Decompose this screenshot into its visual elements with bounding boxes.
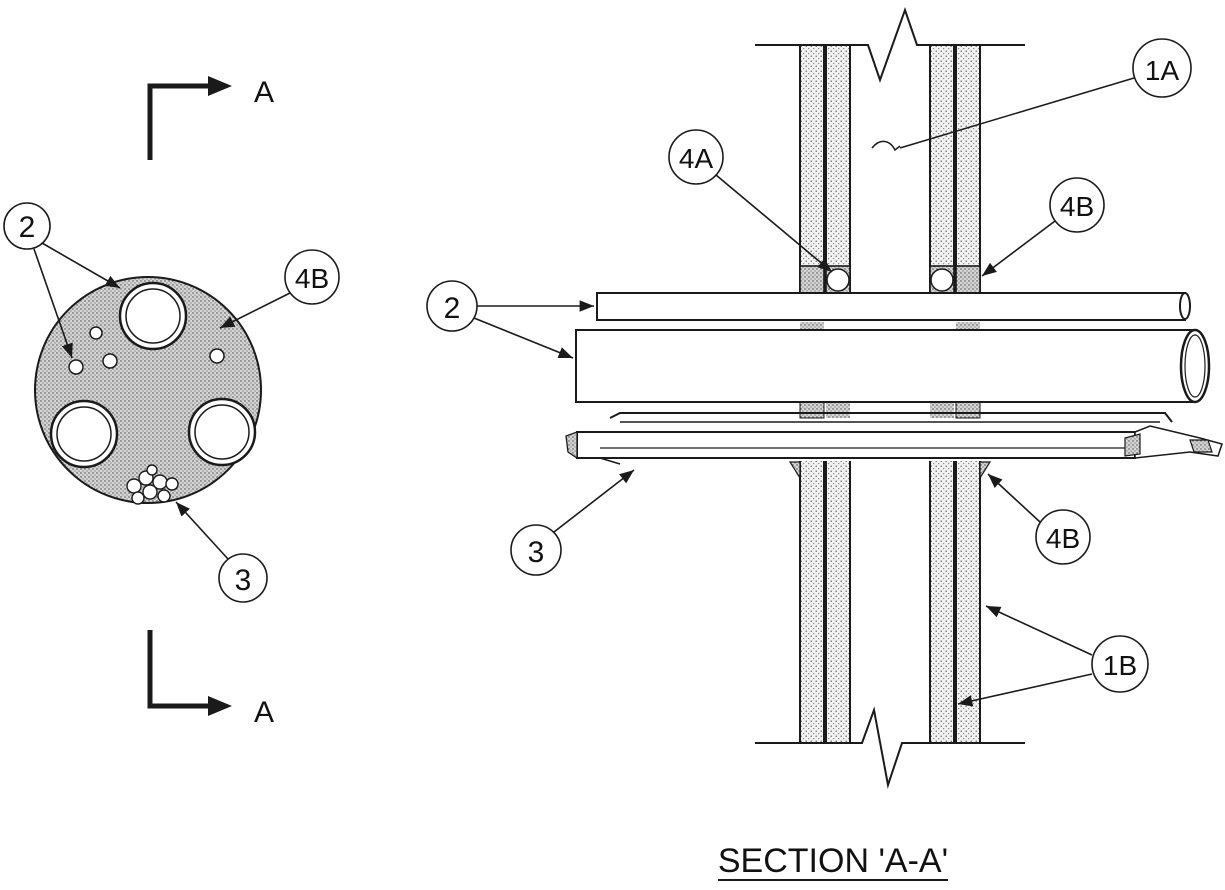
svg-text:4A: 4A — [679, 143, 714, 174]
svg-text:4B: 4B — [295, 263, 329, 294]
section-callout-wall-void: 1A — [899, 38, 1192, 149]
section-cable-bundle — [565, 412, 1223, 465]
plan-small-pipe — [68, 359, 84, 375]
plan-large-pipe — [118, 281, 188, 351]
section-title-text: SECTION 'A-A' — [718, 842, 948, 880]
section-title: SECTION 'A-A' — [718, 842, 948, 881]
section-callout-forming: 4A — [668, 129, 833, 273]
section-marker-bottom-letter: A — [254, 696, 274, 729]
svg-text:1A: 1A — [1145, 55, 1180, 86]
section-large-pipe — [575, 328, 1211, 404]
plan-cable-bundle — [126, 464, 179, 505]
section-marker-top: A — [147, 76, 274, 160]
plan-view — [34, 276, 262, 505]
section-callout-seal-bottom: 4B — [987, 473, 1091, 565]
plan-large-pipe — [187, 397, 257, 467]
section-marker-bottom: A — [147, 630, 274, 729]
plan-callout-pipes: 2 — [3, 202, 121, 359]
plan-large-pipe — [49, 399, 119, 469]
section-callout-cables: 3 — [510, 469, 635, 576]
svg-text:2: 2 — [19, 211, 36, 244]
plan-small-pipe — [209, 348, 225, 364]
section-callout-pipes: 2 — [426, 280, 594, 359]
svg-text:4B: 4B — [1060, 191, 1094, 222]
section-callout-seal-top: 4B — [981, 177, 1105, 277]
svg-text:1B: 1B — [1103, 650, 1137, 681]
plan-callout-seal: 4B — [219, 249, 340, 329]
section-marker-top-letter: A — [254, 76, 274, 109]
plan-small-pipe — [102, 353, 118, 369]
svg-text:3: 3 — [528, 536, 545, 569]
section-small-pipe — [596, 292, 1191, 321]
plan-small-pipe — [89, 326, 103, 340]
svg-text:2: 2 — [444, 292, 461, 325]
section-callout-wallboard: 1B — [957, 605, 1149, 707]
svg-text:4B: 4B — [1046, 523, 1080, 554]
plan-callout-cables: 3 — [175, 501, 268, 603]
svg-text:3: 3 — [235, 564, 252, 597]
